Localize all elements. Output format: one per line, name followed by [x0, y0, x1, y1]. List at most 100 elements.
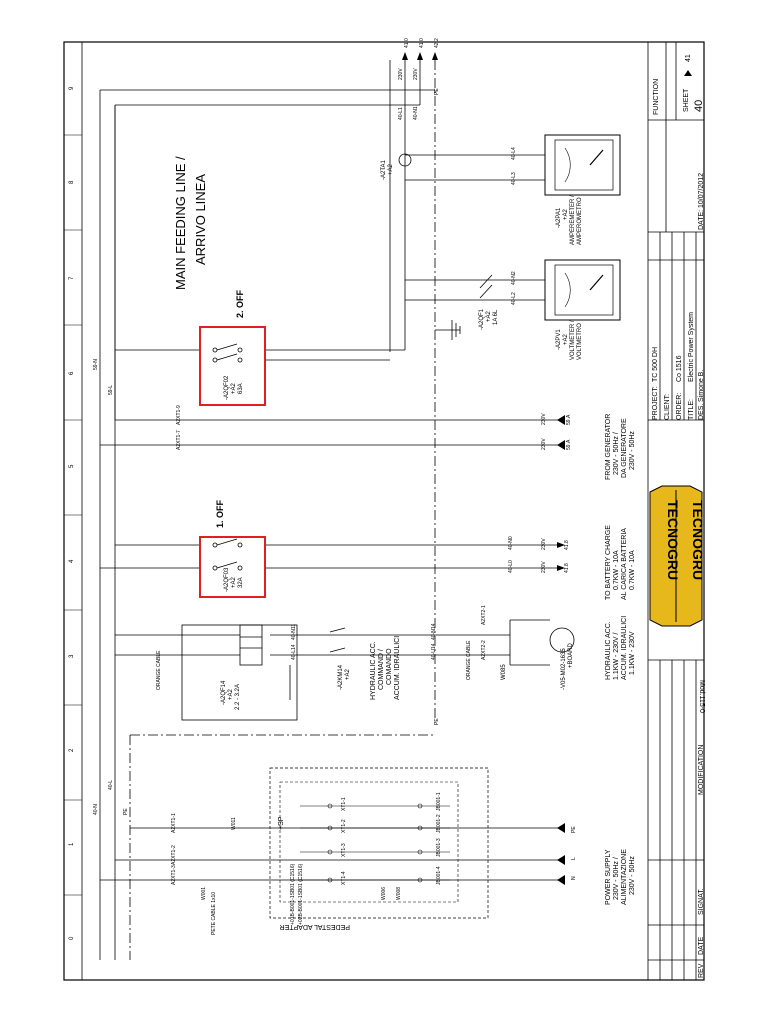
ref-41-0-b: 41.0 — [419, 38, 425, 48]
supply-label-3: ALIMENTAZIONE — [621, 849, 628, 905]
a2ta1-spec: +A2 — [388, 163, 394, 175]
step-1-off: 1. OFF — [215, 499, 225, 528]
pete-cable-label: PETE CABLE 1x10 — [211, 892, 217, 935]
pe-label-3: PE — [123, 808, 129, 815]
wire-40n14: 40-N14 — [431, 623, 437, 640]
ruler-5: 5 — [69, 464, 75, 468]
a2km14-ref: -A2KM14 — [338, 664, 344, 690]
jb001-3: JB001-3 — [436, 838, 442, 857]
date-label: DATE: — [698, 210, 705, 230]
terminal-a2xt1-2: A2XT1-2 — [171, 845, 177, 865]
wire-40l1: 40-L1 — [398, 107, 404, 120]
generator-label-3: DA GENERATORE — [621, 418, 628, 478]
a2pa1-spec: +A2 — [563, 208, 569, 220]
battery-label-1: TO BATTERY CHARGE — [605, 525, 612, 600]
ref-41-8-b: 41.8 — [564, 563, 570, 573]
plug-label-1: +01B-B001-1SB01 (C1516) — [290, 863, 296, 925]
sheet-number: 40 — [693, 100, 705, 112]
a2qf03-spec2: 32A — [238, 577, 244, 588]
terminal-a2xt1-7: A2XT1-7 — [176, 430, 182, 450]
ruler-6: 6 — [69, 371, 75, 375]
logo-text-top: TECNOGRU — [665, 500, 681, 580]
a2pv1-spec: +A2 — [563, 333, 569, 345]
motor-ref: -V05-M02-1635 — [561, 648, 567, 690]
orange-cable-label: ORANGE CABLE — [156, 650, 162, 690]
cable-w011: W011 — [231, 817, 237, 830]
hyd-cmd-label-3: COMANDO — [386, 648, 393, 685]
wire-40l2: 40-L2 — [511, 292, 517, 305]
date-value: 10/07/2012 — [698, 173, 705, 208]
wire-40l0: 40-L0 — [508, 560, 514, 573]
volt-230-e: 230V — [541, 413, 547, 425]
hyd-cmd-label-1: HYDRAULIC ACC. — [370, 641, 377, 700]
battery-label-2: 0.7KW - 10A — [613, 550, 620, 590]
des-label: DES. — [698, 404, 705, 420]
ref-41-0-a: 41.0 — [404, 38, 410, 48]
generator-label-4: 230V - 50Hz — [629, 431, 636, 470]
wire-40n1: 40-N1 — [413, 106, 419, 120]
hydraulic-label-1: HYDRAULIC ACC. — [605, 621, 612, 680]
sheet-border — [63, 41, 705, 981]
des-value: Simone B. — [698, 370, 705, 402]
ruler-4: 4 — [69, 559, 75, 563]
a2qf1-spec: +A2 — [486, 310, 492, 322]
ruler-8: 8 — [69, 180, 75, 184]
a2pa1-name2: AMPEROMETRO — [577, 197, 583, 245]
a2qf1-ref: -A2QF1 — [479, 308, 485, 330]
title-label: TITLE: — [688, 399, 695, 420]
a2qf02-spec2: 63A — [238, 383, 244, 394]
connection-arrows — [402, 52, 565, 885]
battery-label-4: 0.7KW - 10A — [629, 550, 636, 590]
terminal-a2xt2-2: A2XT2-2 — [481, 640, 487, 660]
a2qf14-spec2: 2.2 - 3.2A — [235, 684, 241, 710]
jb001-2: JB001-2 — [436, 814, 442, 833]
wire-40n: 40-N — [93, 804, 99, 815]
xt1-4: XT1-4 — [341, 871, 347, 885]
column-ruler — [64, 134, 82, 896]
terminal-block-box — [279, 781, 459, 903]
project-value: TC 500 DH — [652, 347, 659, 382]
jb001-4: JB001-4 — [436, 866, 442, 885]
ref-42-2: 42.2 — [434, 38, 440, 48]
hyd-cmd-label-4: ACCUM. IDRAULICI — [394, 636, 401, 700]
a2qf02-spec1: +A2 — [231, 382, 237, 394]
terminal-a2xt1-3: A2XT1-3 — [171, 865, 177, 885]
ruler-7: 7 — [69, 276, 75, 280]
supply-l: L — [571, 857, 577, 860]
ref-41-8-a: 41.8 — [564, 540, 570, 550]
title-value: Electric Power System — [688, 312, 695, 382]
pe-label-2: PE — [434, 718, 440, 725]
wiring — [99, 60, 575, 960]
wire-40n11: 40-N11 — [291, 624, 297, 640]
order-label: ORDER: — [676, 393, 683, 420]
pedestal-adapter-label: PEDESTAL ADAPTER — [280, 923, 350, 930]
tecnogru-logo: TECNOGRU TECNOGRU — [649, 485, 706, 627]
generator-label-1: FROM GENERATOR — [605, 414, 612, 480]
volt-230-d: 230V — [541, 561, 547, 573]
a2qf03-ref: -A2QF03 — [224, 567, 230, 592]
wire-40l: 40-L — [108, 780, 114, 790]
ruler-2: 2 — [69, 748, 75, 752]
hydraulic-label-4: 1.1KW - 230V — [629, 631, 636, 675]
a2ta1-ref: -A2TA1 — [381, 159, 387, 180]
title-block — [647, 42, 704, 980]
a2km14-spec: +A2 — [345, 668, 351, 680]
jb001-1: JB001-1 — [436, 792, 442, 811]
breaker-symbols — [212, 274, 493, 666]
hydraulic-label-3: ACCUM. IDRAULICI — [621, 616, 628, 680]
next-sheet-arrow-icon — [684, 70, 692, 76]
a2qf02-ref: -A2QF02 — [224, 375, 230, 400]
motor-spec: +BOARD — [568, 642, 574, 668]
ref-59-a-1: 59.A — [566, 414, 572, 425]
generator-label-2: 230V - 50Hz / — [613, 432, 620, 475]
ammeter-a2pa1 — [544, 134, 621, 196]
heading-arrivo-linea: ARRIVO LINEA — [193, 174, 208, 265]
cable-w008: W008 — [396, 887, 402, 900]
supply-label-1: POWER SUPPLY — [605, 849, 612, 905]
date-col-label: DATE — [698, 937, 705, 955]
wire-40l4: 40-L4 — [511, 147, 517, 160]
mod-code: Mod.115-0 — [698, 680, 705, 713]
step-2-off: 2. OFF — [235, 289, 245, 318]
a2qf03-spec1: +A2 — [231, 576, 237, 588]
logo-text-bottom: TECNOGRU — [690, 500, 706, 580]
